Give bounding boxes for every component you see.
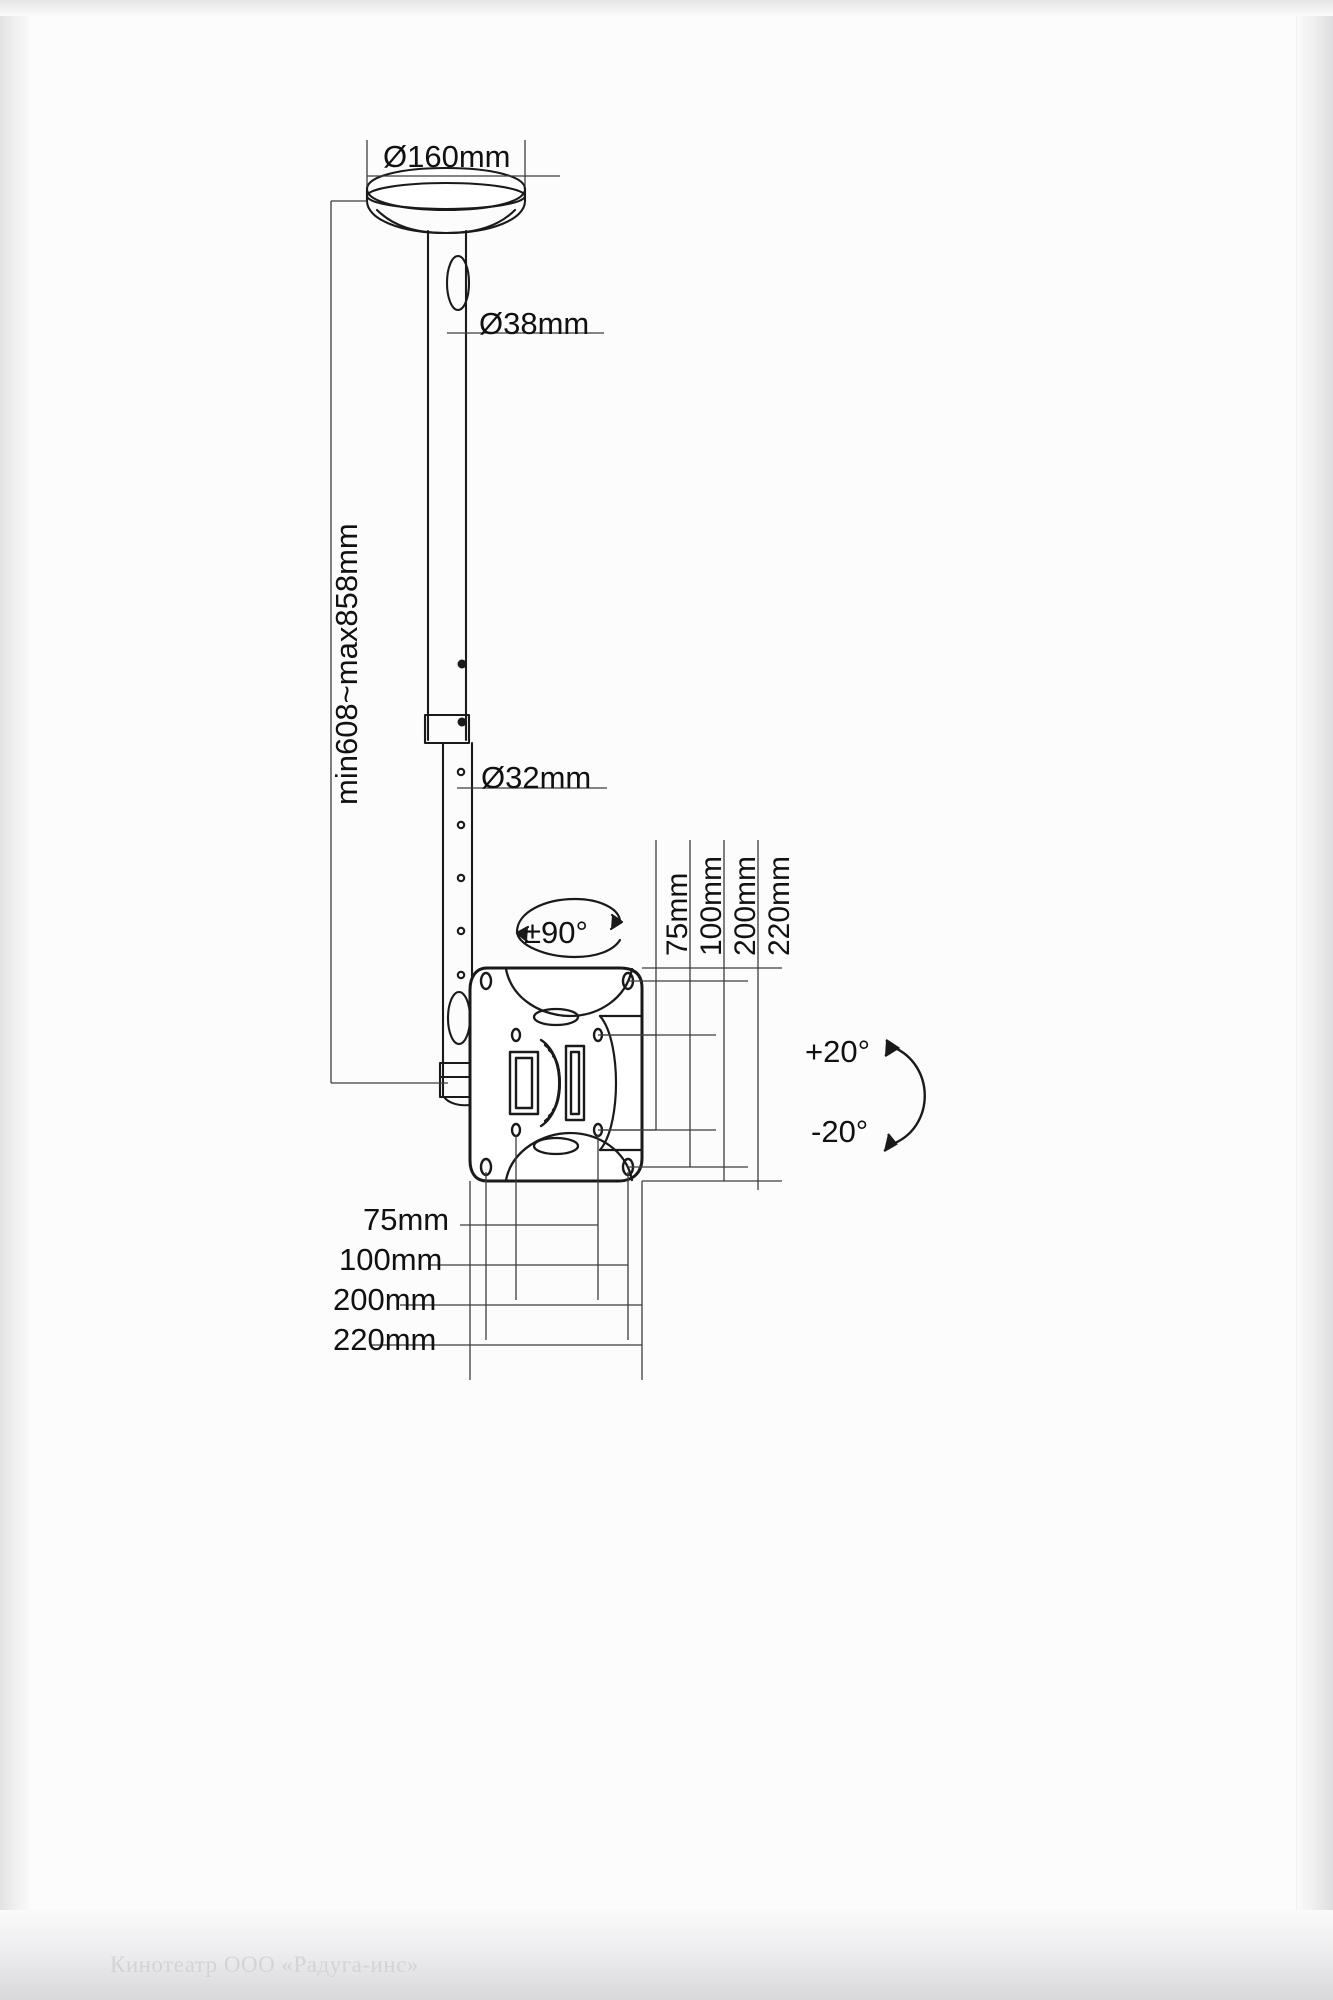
label-swivel-angle: ±90° [524,915,588,950]
label-vesa-horizontal-100: 100mm [339,1242,443,1277]
label-vesa-vertical-220: 220mm [763,855,796,956]
label-vesa-horizontal-220: 220mm [333,1322,437,1357]
label-tilt-down: -20° [811,1114,869,1149]
paper-sheet [28,14,1296,1914]
paper-edge-top [0,0,1333,16]
paper-edge-bottom [0,1910,1333,2000]
label-vesa-horizontal-75: 75mm [363,1202,450,1237]
label-plate-diameter: Ø160mm [383,139,511,174]
label-height-range: min608~max858mm [329,523,364,805]
label-lower-tube-diameter: Ø32mm [481,760,592,795]
label-vesa-vertical-100: 100mm [695,855,728,956]
label-vesa-vertical-75: 75mm [661,872,694,956]
paper-edge-right [1297,0,1333,2000]
label-vesa-horizontal-200: 200mm [333,1282,437,1317]
footer-watermark: Кинотеатр ООО «Радуга-инс» [110,1952,419,1977]
label-upper-tube-diameter: Ø38mm [479,306,590,341]
label-tilt-up: +20° [805,1034,870,1069]
label-vesa-vertical-200: 200mm [729,855,762,956]
paper-edge-left [0,0,30,2000]
